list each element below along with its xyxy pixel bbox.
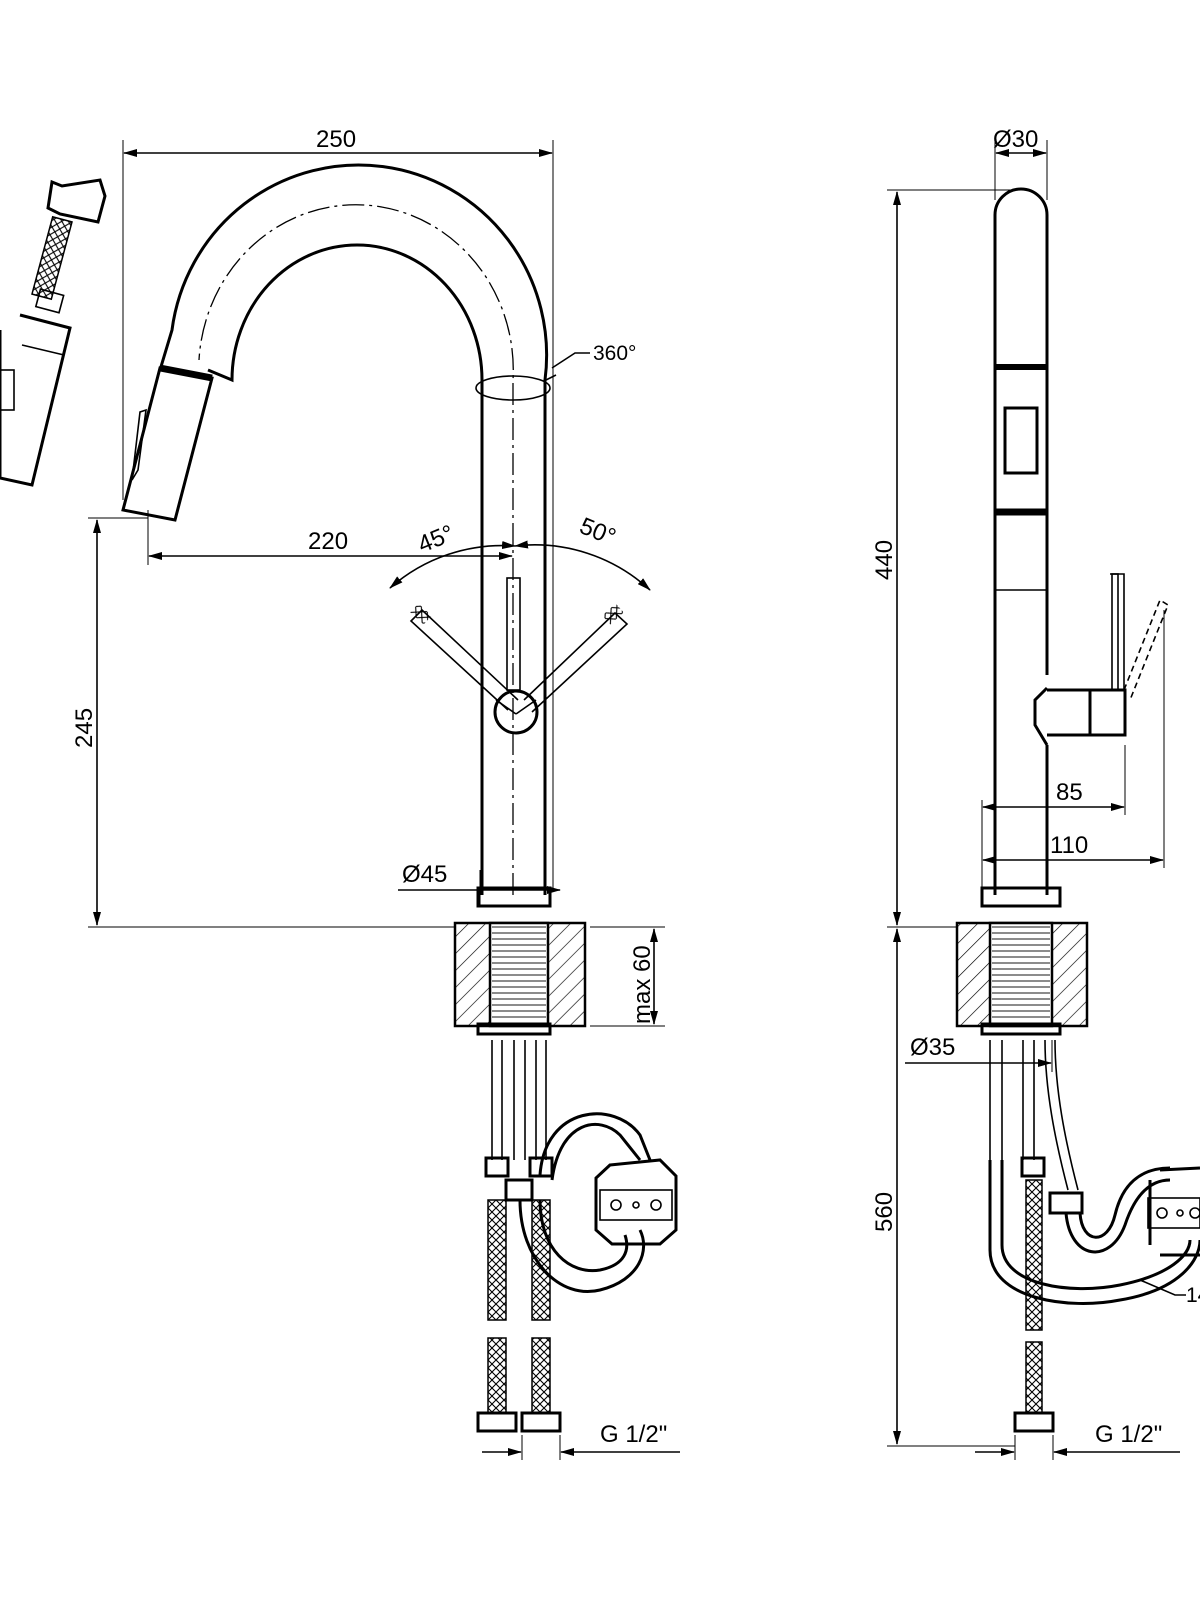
lever-offset-label: 85 bbox=[1056, 779, 1083, 806]
lever-right-angle-label: 50° bbox=[576, 513, 620, 552]
hose-length-label: 560 bbox=[871, 1192, 898, 1232]
lever-length-label: 110 bbox=[1050, 832, 1088, 859]
body-diameter-label: Ø45 bbox=[402, 861, 447, 888]
front-dimensions: 250 220 245 360° 45° 50° Ø45 max 60 G 1/… bbox=[71, 126, 680, 1460]
side-connection-label: G 1/2" bbox=[1095, 1421, 1162, 1448]
hose-loop-label: 14 bbox=[1186, 1284, 1200, 1307]
reach-dimension-label: 220 bbox=[308, 528, 348, 555]
rotation-indicator bbox=[475, 352, 590, 401]
faucet-spout bbox=[121, 163, 549, 895]
side-view: Ø30 440 85 110 Ø35 560 14 bbox=[871, 126, 1200, 1460]
faucet-body-side bbox=[993, 187, 1169, 895]
deck-mount bbox=[453, 886, 587, 1036]
width-dimension-label: 250 bbox=[316, 126, 356, 153]
deck-mount-side bbox=[955, 886, 1089, 1036]
lever-handle bbox=[389, 540, 651, 735]
top-diameter-label: Ø30 bbox=[993, 126, 1038, 153]
shank-diameter-label: Ø35 bbox=[910, 1034, 955, 1061]
supply-hoses-side bbox=[988, 1039, 1200, 1433]
side-dimensions: Ø30 440 85 110 Ø35 560 14 bbox=[871, 126, 1200, 1460]
total-height-label: 440 bbox=[871, 540, 898, 580]
rotation-label: 360° bbox=[593, 342, 636, 365]
spout-height-dimension-label: 245 bbox=[71, 708, 98, 748]
deck-thickness-label: max 60 bbox=[629, 945, 656, 1024]
front-view: 250 220 245 360° 45° 50° Ø45 max 60 G 1/… bbox=[0, 126, 680, 1460]
spray-head-detail bbox=[0, 178, 107, 487]
front-connection-label: G 1/2" bbox=[600, 1421, 667, 1448]
supply-hoses bbox=[476, 1040, 678, 1433]
